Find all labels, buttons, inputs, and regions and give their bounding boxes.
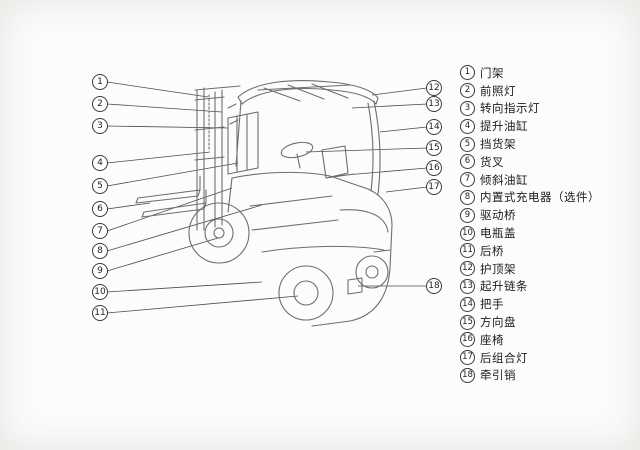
- callout-2: 2: [92, 96, 108, 112]
- legend-label: 护顶架: [480, 261, 516, 276]
- legend-num: 2: [460, 83, 475, 99]
- legend-label: 牵引销: [480, 368, 516, 383]
- callout-17: 17: [426, 179, 442, 195]
- callout-7: 7: [92, 223, 108, 239]
- legend-item: 15 方向盘: [460, 313, 636, 331]
- legend-label: 转向指示灯: [480, 101, 540, 116]
- legend-item: 1 门架: [460, 64, 636, 82]
- forklift-line-art: [135, 80, 393, 327]
- legend-num: 14: [460, 296, 475, 312]
- callout-5: 5: [92, 178, 108, 194]
- parts-legend: 1 门架 2 前照灯 3 转向指示灯 4 提升油缸 5 挡货架 6 货叉 7 倾斜油缸 8 内置…: [460, 64, 636, 384]
- legend-num: 16: [460, 332, 475, 348]
- legend-label: 驱动桥: [480, 208, 516, 223]
- callout-18: 18: [426, 278, 442, 294]
- legend-item: 12 护顶架: [460, 260, 636, 278]
- legend-num: 4: [460, 118, 475, 134]
- legend-item: 3 转向指示灯: [460, 100, 636, 118]
- legend-num: 8: [460, 189, 475, 205]
- legend-num: 12: [460, 261, 475, 277]
- callout-16: 16: [426, 160, 442, 176]
- legend-item: 17 后组合灯: [460, 349, 636, 367]
- legend-label: 提升油缸: [480, 119, 528, 134]
- legend-num: 13: [460, 278, 475, 294]
- callout-10: 10: [92, 284, 108, 300]
- legend-item: 14 把手: [460, 295, 636, 313]
- legend-num: 5: [460, 136, 475, 152]
- legend-num: 15: [460, 314, 475, 330]
- legend-num: 9: [460, 207, 475, 223]
- legend-num: 10: [460, 225, 475, 241]
- legend-num: 7: [460, 172, 475, 188]
- legend-label: 内置式充电器（选件）: [480, 190, 600, 205]
- callout-14: 14: [426, 119, 442, 135]
- legend-item: 4 提升油缸: [460, 117, 636, 135]
- legend-item: 18 牵引销: [460, 367, 636, 385]
- legend-label: 挡货架: [480, 137, 516, 152]
- legend-label: 倾斜油缸: [480, 172, 528, 187]
- callout-13: 13: [426, 96, 442, 112]
- legend-label: 座椅: [480, 332, 504, 347]
- callout-12: 12: [426, 80, 442, 96]
- legend-label: 前照灯: [480, 83, 516, 98]
- legend-num: 17: [460, 350, 475, 366]
- leader-lines: [106, 81, 428, 314]
- callout-8: 8: [92, 243, 108, 259]
- legend-item: 5 挡货架: [460, 135, 636, 153]
- legend-item: 7 倾斜油缸: [460, 171, 636, 189]
- legend-item: 8 内置式充电器（选件）: [460, 189, 636, 207]
- legend-num: 1: [460, 65, 475, 81]
- legend-num: 6: [460, 154, 475, 170]
- legend-label: 货叉: [480, 154, 504, 169]
- legend-item: 10 电瓶盖: [460, 224, 636, 242]
- legend-label: 把手: [480, 297, 504, 312]
- callout-9: 9: [92, 263, 108, 279]
- legend-item: 2 前照灯: [460, 82, 636, 100]
- callout-6: 6: [92, 201, 108, 217]
- legend-label: 门架: [480, 65, 504, 80]
- legend-label: 后桥: [480, 243, 504, 258]
- legend-item: 9 驱动桥: [460, 206, 636, 224]
- legend-label: 电瓶盖: [480, 226, 516, 241]
- callout-4: 4: [92, 155, 108, 171]
- callout-1: 1: [92, 74, 108, 90]
- legend-item: 13 起升链条: [460, 278, 636, 296]
- legend-item: 11 后桥: [460, 242, 636, 260]
- legend-item: 6 货叉: [460, 153, 636, 171]
- legend-label: 起升链条: [480, 279, 528, 294]
- legend-num: 18: [460, 367, 475, 383]
- callout-3: 3: [92, 118, 108, 134]
- legend-label: 方向盘: [480, 315, 516, 330]
- legend-label: 后组合灯: [480, 350, 528, 365]
- callout-11: 11: [92, 305, 108, 321]
- legend-num: 3: [460, 100, 475, 116]
- legend-num: 11: [460, 243, 475, 259]
- legend-item: 16 座椅: [460, 331, 636, 349]
- callout-15: 15: [426, 140, 442, 156]
